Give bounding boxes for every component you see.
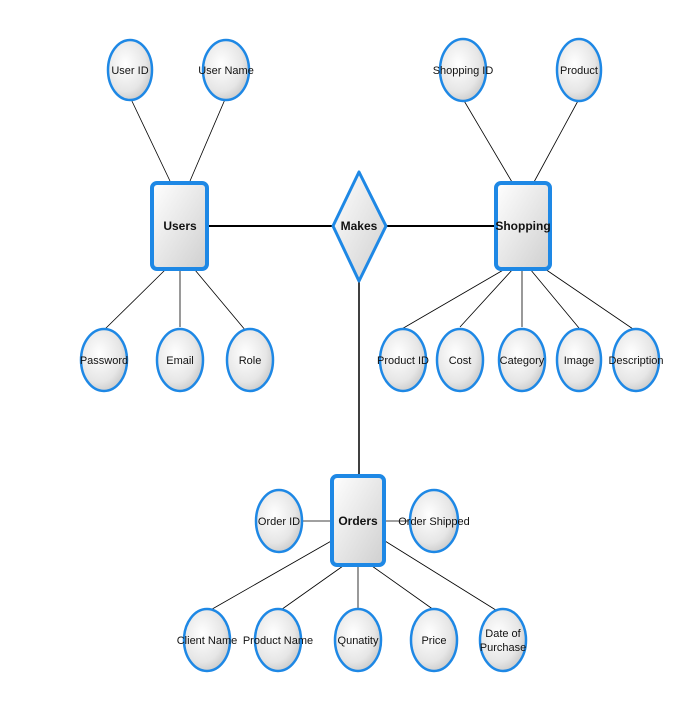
attribute-product-name-label: Product Name	[243, 635, 313, 647]
connector-description	[544, 268, 637, 332]
attribute-description[interactable]: Description	[608, 327, 664, 393]
attribute-date-of-purchase-line2: Purchase	[480, 642, 526, 654]
attribute-price[interactable]: Price	[409, 607, 459, 673]
connector-role	[194, 269, 247, 332]
attribute-user-id[interactable]: User ID	[106, 38, 154, 102]
connector-shopping-id	[462, 98, 513, 183]
entity-orders[interactable]: Orders	[330, 474, 386, 567]
attribute-client-name-label: Client Name	[177, 635, 238, 647]
entity-shopping[interactable]: Shopping	[494, 181, 552, 271]
attribute-client-name[interactable]: Client Name	[177, 607, 238, 673]
attribute-image[interactable]: Image	[555, 327, 603, 393]
connector-cost	[459, 268, 514, 328]
attribute-description-label: Description	[608, 355, 663, 367]
relationship-connectors	[207, 225, 496, 475]
attribute-cost-label: Cost	[449, 355, 472, 367]
connector-product-id	[399, 268, 506, 331]
attribute-qunatity[interactable]: Qunatity	[333, 607, 383, 673]
attribute-shopping-id-label: Shopping ID	[433, 65, 494, 77]
attribute-connectors	[103, 96, 637, 613]
attribute-order-shipped-label: Order Shipped	[398, 516, 470, 528]
connector-price	[371, 565, 435, 611]
connector-user-name	[189, 96, 227, 182]
attribute-product-id-label: Product ID	[377, 355, 429, 367]
attribute-user-name[interactable]: User Name	[198, 38, 254, 102]
connector-product	[533, 98, 580, 183]
attribute-price-label: Price	[421, 635, 446, 647]
attribute-date-of-purchase-line1: Date of	[485, 628, 521, 640]
entity-users[interactable]: Users	[150, 181, 209, 271]
connector-date-of-purchase	[384, 540, 500, 613]
connector-image	[529, 268, 580, 329]
attribute-image-label: Image	[564, 355, 595, 367]
attribute-category-label: Category	[500, 355, 545, 367]
relationship-makes-label: Makes	[341, 219, 378, 233]
attribute-order-shipped[interactable]: Order Shipped	[398, 488, 470, 554]
attribute-category[interactable]: Category	[497, 327, 547, 393]
entity-shopping-label: Shopping	[495, 219, 550, 233]
attribute-password[interactable]: Password	[79, 327, 129, 393]
entity-orders-label: Orders	[338, 514, 378, 528]
attribute-date-of-purchase[interactable]: Date of Purchase	[478, 607, 528, 673]
attribute-role[interactable]: Role	[225, 327, 275, 393]
attribute-order-id-label: Order ID	[258, 516, 300, 528]
attribute-email[interactable]: Email	[155, 327, 205, 393]
attribute-user-name-label: User Name	[198, 65, 254, 77]
attribute-shopping-id[interactable]: Shopping ID	[433, 37, 494, 103]
attribute-qunatity-label: Qunatity	[338, 635, 379, 647]
attribute-product-name[interactable]: Product Name	[243, 607, 313, 673]
attribute-email-label: Email	[166, 355, 194, 367]
attribute-product-id[interactable]: Product ID	[377, 327, 429, 393]
attribute-product-label: Product	[560, 65, 598, 77]
attribute-cost[interactable]: Cost	[435, 327, 485, 393]
connector-password	[103, 269, 166, 331]
attribute-order-id[interactable]: Order ID	[254, 488, 304, 554]
attribute-role-label: Role	[239, 355, 262, 367]
attribute-product[interactable]: Product	[555, 37, 603, 103]
relationship-makes[interactable]: Makes	[331, 170, 388, 283]
connector-user-id	[129, 96, 171, 182]
connector-product-name	[277, 565, 344, 613]
attribute-user-id-label: User ID	[111, 65, 148, 77]
connector-client-name	[206, 539, 334, 613]
attribute-password-label: Password	[80, 355, 128, 367]
entity-users-label: Users	[163, 219, 197, 233]
